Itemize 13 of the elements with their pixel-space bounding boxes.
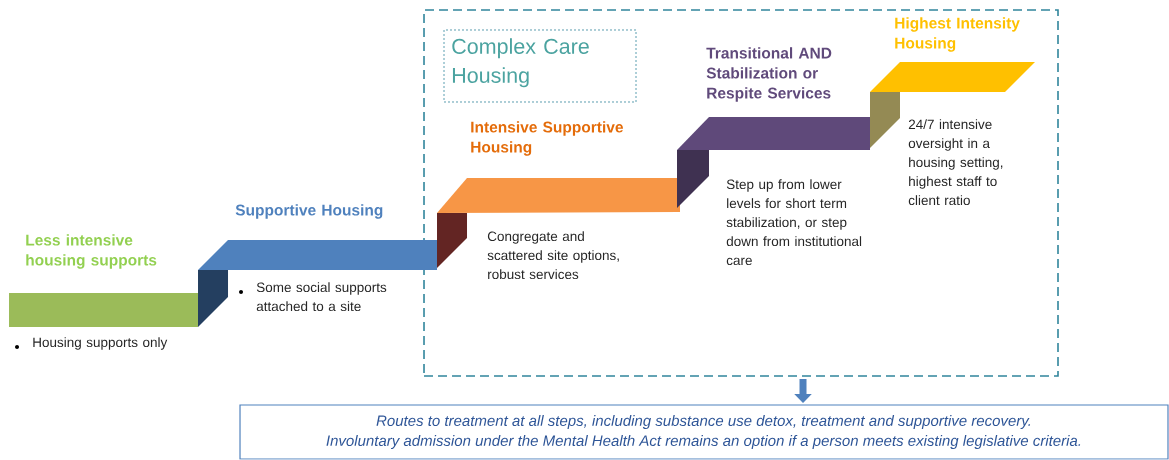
step-heading: Intensive Supportive Housing — [471, 121, 623, 156]
step-heading: Highest Intensity Housing — [895, 17, 1020, 52]
step-heading: Supportive Housing — [235, 204, 383, 219]
title-box: Complex Care Housing — [443, 29, 637, 103]
step-description: Congregate and scattered site options, robust services — [487, 231, 619, 280]
step-description: Step up from lower levels for short term stabilization, or step down from institutional care — [726, 179, 862, 266]
dashed-region — [423, 9, 1059, 377]
step-heading: Transitional AND Stabilization or Respite Services — [706, 47, 832, 102]
note-box: Routes to treatment at all steps, including substance use detox, treatment and supportive recovery. Involuntary admission under the Mental Health Act remains an option if a person meets existing legislative criteria. — [239, 404, 1169, 460]
step-description: Some social supports attached to a site — [256, 282, 387, 312]
step-description: Housing supports only — [33, 337, 168, 350]
step-description: 24/7 intensive oversight in a housing setting, highest staff to client ratio — [908, 119, 1003, 206]
step-heading: Less intensive housing supports — [26, 234, 157, 269]
